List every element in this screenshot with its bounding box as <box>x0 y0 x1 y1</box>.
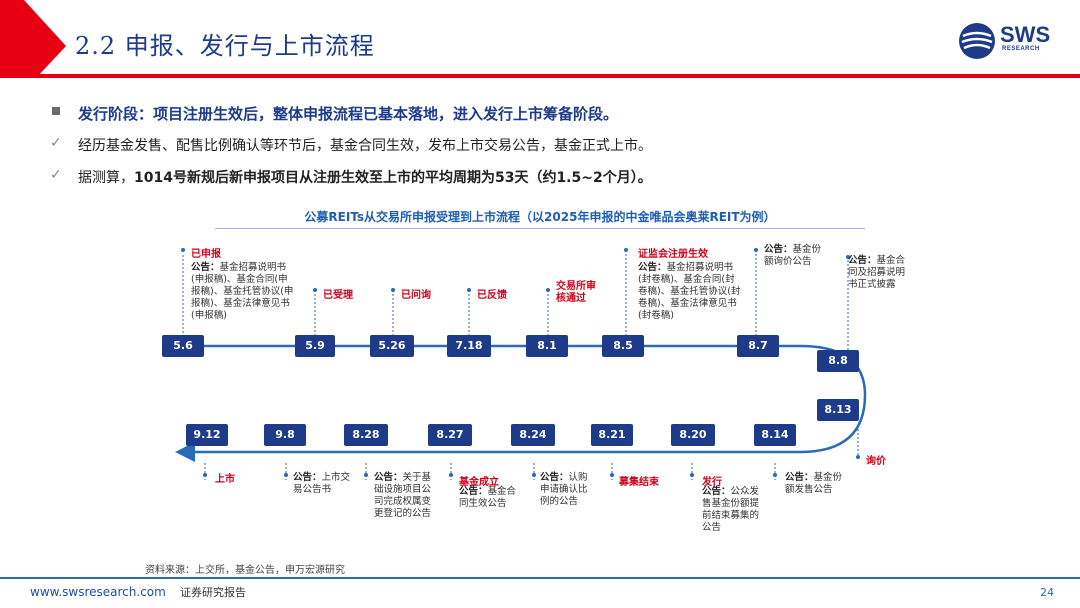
bullet-two: 经历基金发售、配售比例确认等环节后，基金合同生效，发布上市交易公告，基金正式上市… <box>78 138 652 154</box>
stage-note: 公告：基金份额询价公告 <box>764 244 822 268</box>
note-key: 公告： <box>702 486 731 497</box>
report-type: 证券研究报告 <box>180 586 246 599</box>
note-key: 公告： <box>191 262 220 273</box>
note-text: 基金份额发售公告 <box>785 472 843 495</box>
note-key: 公告： <box>374 472 403 483</box>
page-title: 2.2 申报、发行与上市流程 <box>75 32 375 60</box>
bullet-three-pre: 据测算， <box>78 170 134 186</box>
stage-note: 公告：上市交易公告书 <box>293 472 353 496</box>
stage-note: 公告：认购申请确认比例的公告 <box>540 472 596 508</box>
logo-subtext: RESEARCH <box>1002 46 1040 52</box>
date-box: 9.12 <box>186 424 228 446</box>
note-text: 基金合同生效公告 <box>459 486 517 509</box>
stage-label: 上市 <box>215 474 235 485</box>
note-key: 公告： <box>764 244 793 255</box>
date-box: 8.24 <box>511 424 555 446</box>
bullet-three-bold: 1014号新规后新申报项目从注册生效至上市的平均周期为53天（约1.5~2个月）… <box>134 170 652 186</box>
bullet-main: 发行阶段：项目注册生效后，整体申报流程已基本落地，进入发行上市筹备阶段。 <box>78 105 619 123</box>
bullet-three: 据测算，1014号新规后新申报项目从注册生效至上市的平均周期为53天（约1.5~… <box>78 167 652 187</box>
note-text: 关于基础设施项目公司完成权属变更登记的公告 <box>374 472 432 519</box>
stage-label: 已问询 <box>401 290 431 301</box>
date-box: 8.13 <box>817 399 859 421</box>
stage-label: 询价 <box>866 456 886 467</box>
date-box: 9.8 <box>264 424 306 446</box>
stage-note: 公告：基金份额发售公告 <box>785 472 849 496</box>
note-text: 基金招募说明书(申报稿)、基金合同(申报稿)、基金托管协议(申报稿)、基金法律意… <box>191 262 294 321</box>
stage-label: 已申报 <box>191 249 221 260</box>
date-box: 8.8 <box>817 350 859 372</box>
note-key: 公告： <box>785 472 814 483</box>
stage-label: 基金成立 <box>459 477 499 488</box>
header-banner <box>0 0 1080 78</box>
stage-note: 公告：基金合同生效公告 <box>459 486 517 510</box>
note-text: 上市交易公告书 <box>293 472 351 495</box>
note-key: 公告： <box>638 262 667 273</box>
date-box: 8.1 <box>526 335 568 357</box>
date-box: 5.6 <box>162 335 204 357</box>
logo-text: SWS <box>1000 22 1051 47</box>
stage-label: 交易所审核通过 <box>556 281 596 304</box>
check-icon: ✓ <box>50 167 62 183</box>
stage-label: 发行 <box>702 477 722 488</box>
stage-note: 公告：关于基础设施项目公司完成权属变更登记的公告 <box>374 472 434 520</box>
note-text: 认购申请确认比例的公告 <box>540 472 588 507</box>
stage-label: 证监会注册生效 <box>638 249 708 260</box>
date-box: 8.5 <box>602 335 644 357</box>
note-key: 公告： <box>293 472 322 483</box>
stage-note: 公告：基金招募说明书(申报稿)、基金合同(申报稿)、基金托管协议(申报稿)、基金… <box>191 262 297 322</box>
source-note: 资料来源：上交所，基金公告，申万宏源研究 <box>145 565 345 576</box>
date-box: 8.14 <box>754 424 796 446</box>
note-text: 基金份额询价公告 <box>764 244 822 267</box>
website-link[interactable]: www.swsresearch.com <box>30 585 166 599</box>
timeline-track <box>170 248 867 480</box>
note-text: 基金招募说明书(封卷稿)、基金合同(封卷稿)、基金托管协议(封卷稿)、基金法律意… <box>638 262 741 321</box>
stage-note: 公告：基金招募说明书(封卷稿)、基金合同(封卷稿)、基金托管协议(封卷稿)、基金… <box>638 262 742 322</box>
stage-label: 已受理 <box>323 290 353 301</box>
chart-subtitle: 公募REITs从交易所申报受理到上市流程（以2025年申报的中金唯品会奥莱REI… <box>304 210 776 224</box>
note-text: 公众发售基金份额提前结束募集的公告 <box>702 486 760 533</box>
sws-logo-icon <box>959 23 995 59</box>
stage-note: 公告：公众发售基金份额提前结束募集的公告 <box>702 486 760 534</box>
date-box: 7.18 <box>447 335 491 357</box>
date-box: 8.21 <box>591 424 633 446</box>
note-key: 公告： <box>540 472 569 483</box>
date-box: 8.20 <box>671 424 715 446</box>
stage-note: 公告：基金合同及招募说明书正式披露 <box>848 255 906 291</box>
subtitle-underline <box>215 228 865 229</box>
date-box: 5.9 <box>295 335 335 357</box>
note-key: 公告： <box>459 486 488 497</box>
date-box: 8.28 <box>344 424 388 446</box>
note-text: 基金合同及招募说明书正式披露 <box>848 255 906 290</box>
check-icon: ✓ <box>50 135 62 151</box>
square-bullet-icon <box>52 107 60 115</box>
date-box: 5.26 <box>370 335 414 357</box>
page-number: 24 <box>1040 586 1054 599</box>
note-key: 公告： <box>848 255 877 266</box>
stage-label: 募集结束 <box>619 477 659 488</box>
date-box: 8.7 <box>737 335 779 357</box>
footer-divider <box>0 577 1080 579</box>
date-box: 8.27 <box>428 424 472 446</box>
stage-label: 已反馈 <box>477 290 507 301</box>
